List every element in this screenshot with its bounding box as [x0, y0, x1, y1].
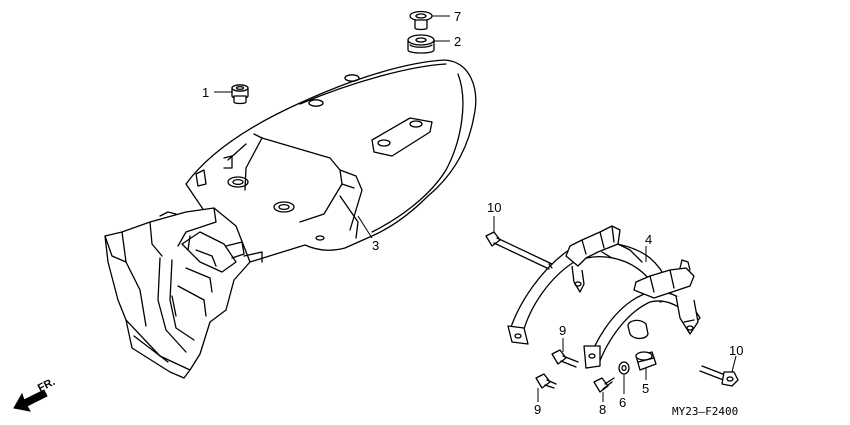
- collar-6: [618, 361, 630, 375]
- callout-8: 8: [599, 402, 606, 417]
- callout-9-upper: 9: [559, 323, 566, 338]
- callout-7: 7: [454, 9, 461, 24]
- cushion-2: [407, 34, 435, 54]
- callout-2: 2: [454, 34, 461, 49]
- long-bolt-10-upper: [485, 231, 553, 270]
- diagram-code: MY23–F2400: [672, 405, 738, 418]
- bolt-8: [593, 377, 615, 393]
- long-bolt-10-right: [699, 365, 739, 387]
- grommet-1: [231, 84, 249, 105]
- front-direction-indicator: FR.: [13, 376, 57, 412]
- bolt-9-lower: [535, 373, 557, 389]
- bolt-7: [409, 10, 433, 31]
- leader-lines: [214, 15, 737, 402]
- rear-fender: [104, 59, 477, 379]
- front-arrow-icon: [13, 389, 48, 412]
- callout-3: 3: [372, 238, 379, 253]
- callout-4: 4: [645, 232, 652, 247]
- callout-5: 5: [642, 381, 649, 396]
- callout-1: 1: [202, 85, 209, 100]
- front-label: FR.: [36, 376, 57, 395]
- callout-6: 6: [619, 395, 626, 410]
- rubber-bush-5: [635, 351, 657, 371]
- callout-10-right: 10: [729, 343, 743, 358]
- rear-bracket-4: [507, 225, 701, 369]
- callout-10-upper: 10: [487, 200, 501, 215]
- callout-9-lower: 9: [534, 402, 541, 417]
- bolt-9-upper: [551, 349, 579, 368]
